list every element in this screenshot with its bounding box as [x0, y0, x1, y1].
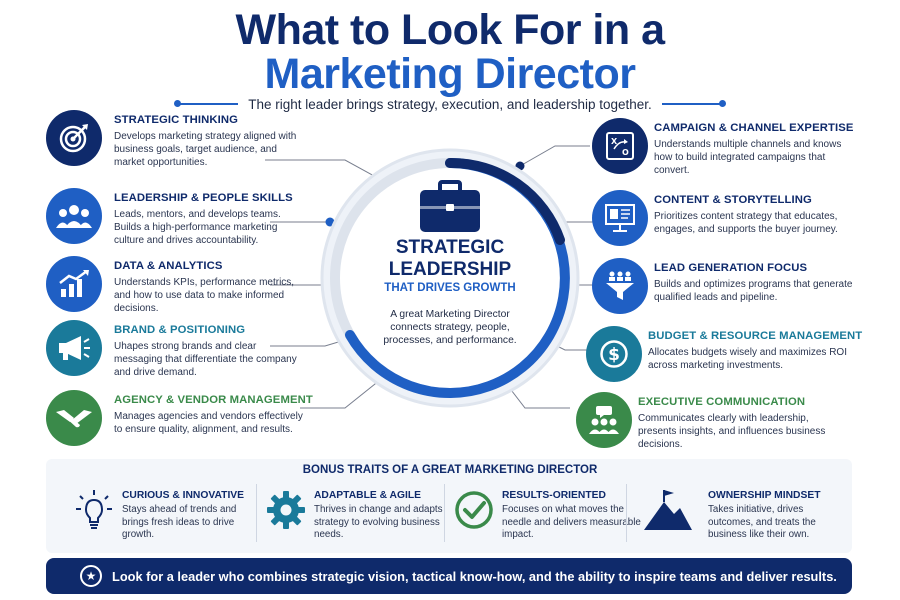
title-line-1: What to Look For in a [235, 6, 665, 54]
bonus-separator [444, 484, 445, 542]
trait-title: DATA & ANALYTICS [114, 260, 223, 272]
mountain-flag-icon [644, 486, 692, 534]
trait-desc: Builds and optimizes programs that gener… [654, 279, 853, 303]
trait-desc: Develops marketing strategy aligned with… [114, 131, 297, 168]
trait-desc: Uhapes strong brands and clear messaging… [114, 341, 297, 378]
trait-desc: Leads, mentors, and develops teams. Buil… [114, 209, 281, 246]
bonus-separator [256, 484, 257, 542]
bonus-item-title: ADAPTABLE & AGILE [314, 490, 421, 501]
team-icon [46, 188, 102, 244]
connector-left-1 [265, 159, 386, 183]
subtitle-dot-left [174, 100, 181, 107]
trait-title: LEAD GENERATION FOCUS [654, 262, 808, 274]
trait-title: CONTENT & STORYTELLING [654, 194, 812, 206]
bonus-ownership-mindset: OWNERSHIP MINDSET Takes initiative, driv… [644, 486, 844, 546]
connector-right-1 [519, 145, 590, 167]
bonus-item-title: CURIOUS & INNOVATIVE [122, 490, 245, 501]
trait-title: CAMPAIGN & CHANNEL EXPERTISE [654, 122, 854, 134]
presentation-icon [592, 190, 648, 246]
title-line-2: Marketing Director [264, 50, 636, 98]
bonus-item-desc: Takes initiative, drives outcomes, and t… [708, 504, 816, 540]
bonus-adaptable-agile: ADAPTABLE & AGILE Thrives in change and … [262, 486, 452, 546]
subtitle-rule-right [662, 103, 722, 105]
banner-text: Look for a leader who combines strategic… [112, 569, 837, 584]
checkmark-icon [450, 486, 498, 534]
bonus-item-title: OWNERSHIP MINDSET [708, 490, 821, 501]
trait-title: LEADERSHIP & PEOPLE SKILLS [114, 192, 293, 204]
subtitle: The right leader brings strategy, execut… [248, 97, 652, 112]
dollar-icon: $ [586, 326, 642, 382]
svg-text:O: O [622, 148, 629, 157]
funnel-icon [592, 258, 648, 314]
lightbulb-icon [70, 486, 118, 534]
trait-title: BUDGET & RESOURCE MANAGEMENT [648, 330, 863, 342]
bonus-item-desc: Stays ahead of trends and brings fresh i… [122, 504, 237, 540]
bonus-item-desc: Focuses on what moves the needle and del… [502, 504, 641, 540]
center-description: A great Marketing Director connects stra… [383, 309, 517, 346]
closing-banner [46, 558, 852, 594]
svg-text:$: $ [608, 345, 620, 365]
trait-desc: Understands KPIs, performance metrics, a… [114, 277, 295, 314]
trait-title: AGENCY & VENDOR MANAGEMENT [114, 394, 313, 406]
center-title-line-1: STRATEGIC [395, 237, 505, 258]
handshake-icon [46, 390, 102, 446]
center-tagline: THAT DRIVES GROWTH [384, 282, 516, 294]
trait-desc: Manages agencies and vendors effectively… [114, 411, 303, 435]
progress-arc-dark [445, 157, 565, 245]
speaking-group-icon [576, 392, 632, 448]
subtitle-dot-right [719, 100, 726, 107]
subtitle-rule-left [178, 103, 238, 105]
bonus-results-oriented: RESULTS-ORIENTED Focuses on what moves t… [450, 486, 641, 546]
trait-title: EXECUTIVE COMMUNICATION [638, 396, 806, 408]
bonus-title: BONUS TRAITS OF A GREAT MARKETING DIRECT… [302, 464, 598, 476]
trait-title: BRAND & POSITIONING [114, 324, 246, 336]
center-title-line-2: LEADERSHIP [388, 259, 512, 280]
bonus-curious-innovative: CURIOUS & INNOVATIVE Stays ahead of tren… [70, 486, 260, 546]
gear-icon [262, 486, 310, 534]
trait-title: STRATEGIC THINKING [114, 114, 238, 126]
bonus-separator [626, 484, 627, 542]
bonus-item-title: RESULTS-ORIENTED [502, 490, 606, 501]
briefcase-icon [420, 180, 480, 232]
svg-text:X: X [611, 137, 618, 146]
bonus-panel [46, 459, 852, 553]
trait-desc: Allocates budgets wisely and maximizes R… [648, 347, 847, 371]
trait-desc: Communicates clearly with leadership, pr… [638, 413, 826, 450]
megaphone-icon [46, 320, 102, 376]
star-icon: ★ [80, 565, 102, 587]
target-icon [46, 110, 102, 166]
bonus-item-desc: Thrives in change and adapts strategy to… [314, 504, 443, 540]
growth-chart-icon [46, 256, 102, 312]
connector-left-5 [300, 379, 381, 409]
trait-desc: Prioritizes content strategy that educat… [654, 211, 838, 235]
trait-desc: Understands multiple channels and knows … [654, 139, 842, 176]
